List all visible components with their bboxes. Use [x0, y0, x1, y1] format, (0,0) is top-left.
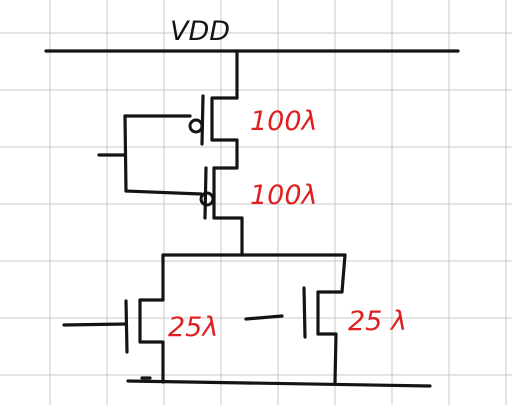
- pmos-top-transistor: [123, 94, 239, 170]
- ground-rail: [126, 379, 432, 388]
- pmos-bottom-transistor: [124, 166, 244, 256]
- nmos-right-size-label: 25 λ: [348, 306, 407, 337]
- pmos-bottom-gate-bubble: [199, 191, 215, 207]
- pmos-top-size-label: 100λ: [250, 106, 318, 137]
- nmos-left-gate-wire: [62, 322, 128, 327]
- vdd-label: VDD: [170, 16, 230, 47]
- pmos-top-channel: [210, 96, 239, 170]
- pmos-bottom-channel: [212, 166, 244, 256]
- nmos-right-channel: [316, 253, 347, 384]
- nmos-left-gate-plate: [124, 299, 129, 354]
- pmos-bottom-size-label: 100λ: [250, 180, 318, 211]
- pmos-top-gate-bubble: [188, 118, 204, 134]
- pmos-bottom-gate-wire: [124, 189, 203, 196]
- nmos-left-channel: [138, 253, 165, 384]
- nmos-left-size-label: 25λ: [168, 312, 218, 343]
- nmos-right-gate-plate: [302, 286, 307, 339]
- pmos-top-gate-plate: [200, 94, 205, 146]
- nmos-right-transistor: [244, 253, 347, 384]
- nmos-left-transistor: [62, 253, 165, 384]
- nmos-right-gate-wire: [244, 314, 284, 321]
